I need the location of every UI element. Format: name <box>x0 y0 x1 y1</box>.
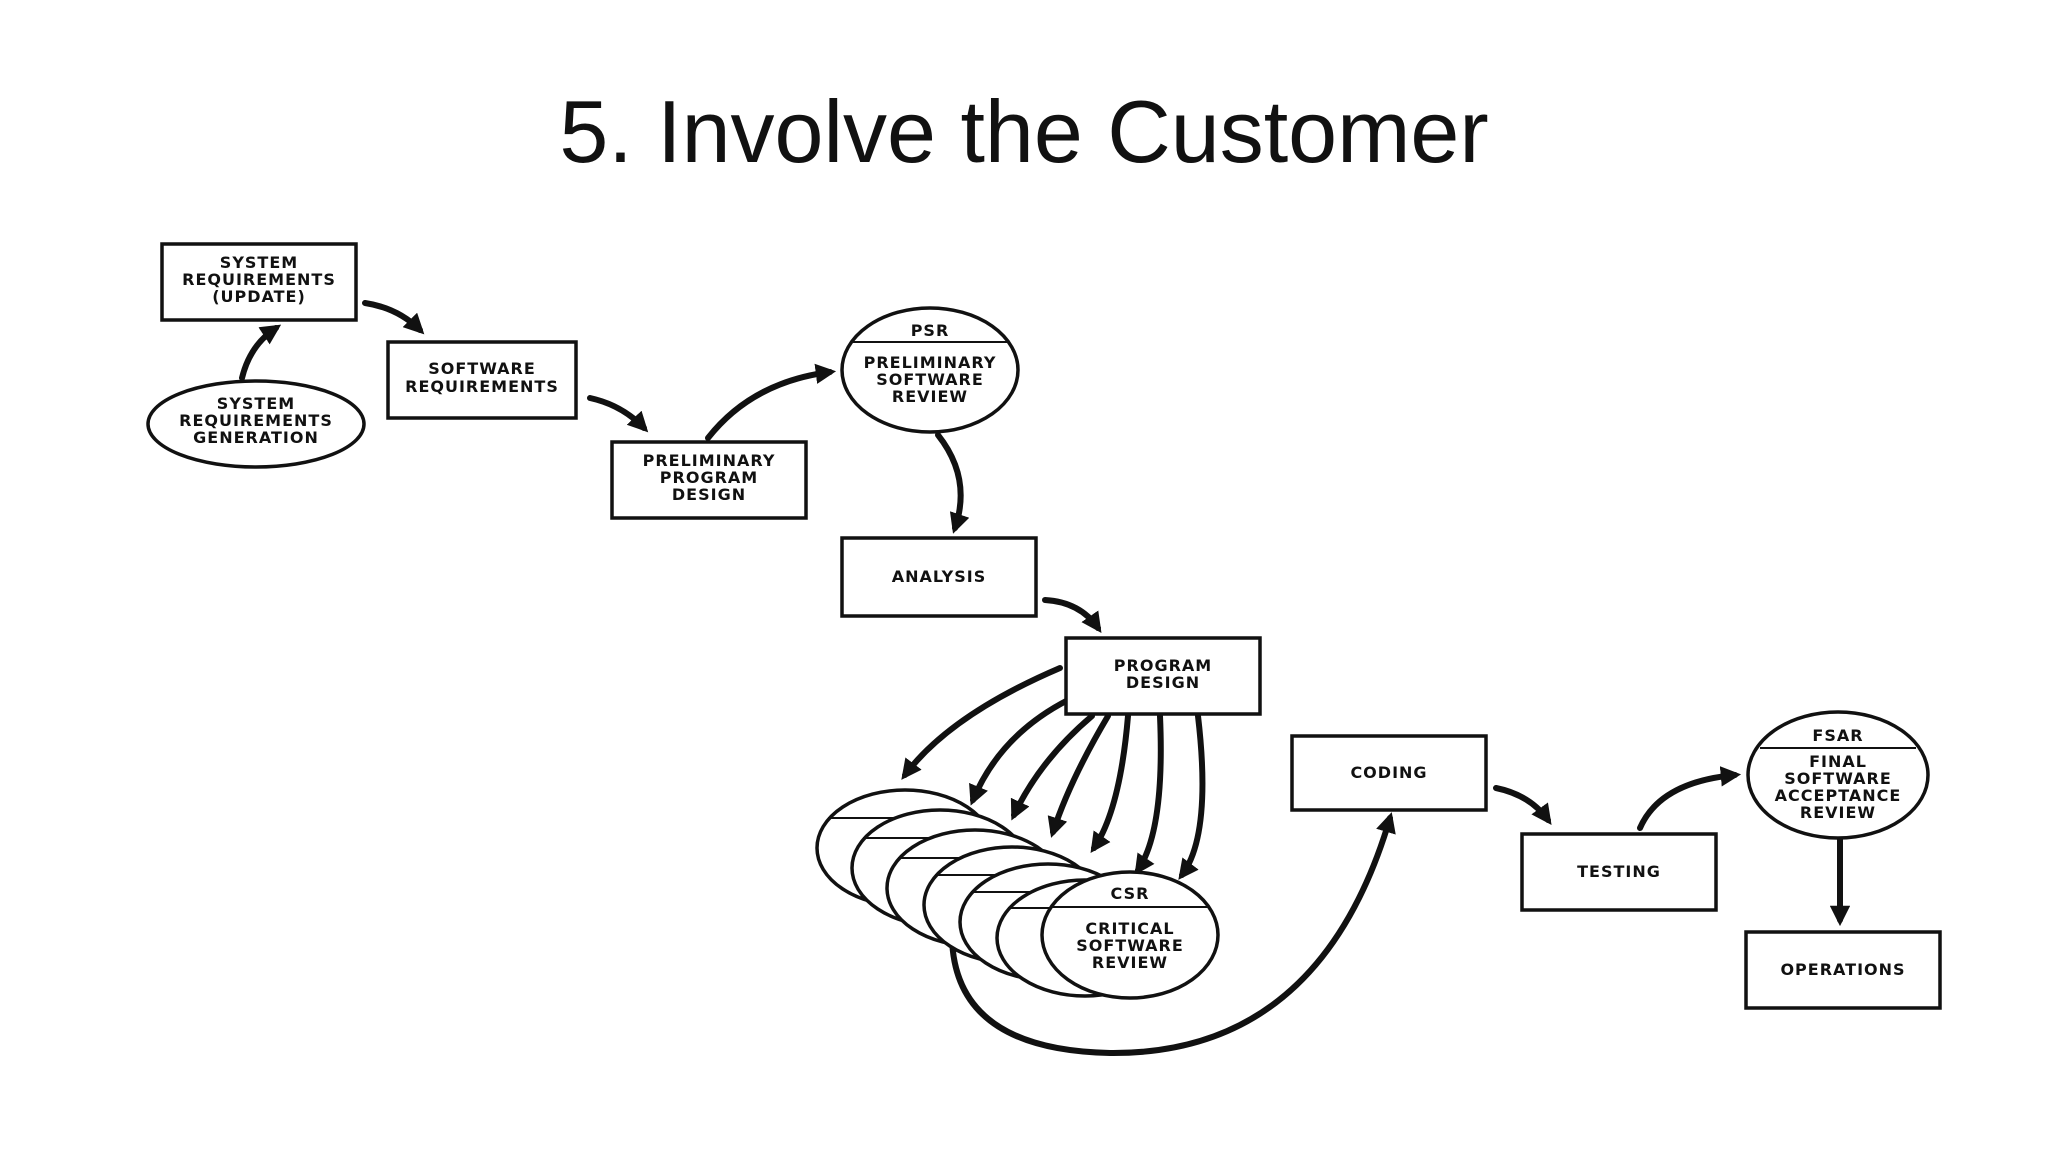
box-coding: CODING <box>1290 734 1488 812</box>
oval-label-line: REQUIREMENTS <box>179 411 333 430</box>
oval-label-line: SOFTWARE <box>1076 936 1184 955</box>
arrow-program-design-to-review-3 <box>1010 713 1095 821</box>
box-testing: TESTING <box>1520 832 1718 912</box>
box-label-line: TESTING <box>1577 862 1661 881</box>
box-operations: OPERATIONS <box>1744 930 1942 1010</box>
box-label-line: REQUIREMENTS <box>405 377 559 396</box>
oval-label-line: PRELIMINARY <box>864 353 997 372</box>
box-label-line: OPERATIONS <box>1780 960 1905 979</box>
box-label-line: CODING <box>1350 763 1427 782</box>
fsar-abbr: FSAR <box>1812 726 1863 745</box>
arrow-software-requirements-to-preliminary-design <box>587 395 649 433</box>
arrow-system-to-software-requirements <box>362 300 425 335</box>
box-label-line: SOFTWARE <box>428 359 536 378</box>
oval-label-line: SOFTWARE <box>876 370 984 389</box>
box-label-line: SYSTEM <box>220 253 298 272</box>
box-label-line: PROGRAM <box>660 468 758 487</box>
oval-fsar: FSAR FINAL SOFTWARE ACCEPTANCE REVIEW <box>1746 710 1930 840</box>
oval-label-line: SOFTWARE <box>1784 769 1892 788</box>
arrow-program-design-to-review-6 <box>1134 713 1164 876</box>
arrow-reviews-to-coding <box>949 812 1396 1057</box>
oval-label-line: ACCEPTANCE <box>1775 786 1902 805</box>
box-program-design: PROGRAM DESIGN <box>1064 636 1262 716</box>
box-label-line: (UPDATE) <box>212 287 306 306</box>
oval-label-line: SYSTEM <box>217 394 295 413</box>
box-label-line: ANALYSIS <box>892 567 986 586</box>
csr-abbr: CSR <box>1111 884 1150 903</box>
arrow-program-design-to-review-1 <box>901 665 1063 780</box>
arrow-testing-to-fsar <box>1637 766 1742 831</box>
page-title: 5. Involve the Customer <box>559 82 1489 181</box>
box-label-line: PRELIMINARY <box>643 451 776 470</box>
box-label-line: DESIGN <box>672 485 746 504</box>
oval-psr: PSR PRELIMINARY SOFTWARE REVIEW <box>840 306 1020 434</box>
arrow-coding-to-testing <box>1493 785 1552 825</box>
box-label-line: REQUIREMENTS <box>182 270 336 289</box>
box-system-requirements-update: SYSTEM REQUIREMENTS (UPDATE) <box>160 242 358 322</box>
oval-system-requirements-generation: SYSTEM REQUIREMENTS GENERATION <box>146 379 366 469</box>
arrow-program-design-to-review-4 <box>1047 713 1111 838</box>
oval-csr: CSR CRITICAL SOFTWARE REVIEW <box>1040 870 1220 1000</box>
box-label-line: PROGRAM <box>1114 656 1212 675</box>
arrow-program-design-to-review-7 <box>1178 713 1206 880</box>
arrow-program-design-to-review-2 <box>969 697 1071 806</box>
oval-label-line: CRITICAL <box>1085 919 1174 938</box>
oval-label-line: REVIEW <box>892 387 968 406</box>
arrow-psr-to-analysis <box>935 432 970 534</box>
oval-label-line: GENERATION <box>193 428 319 447</box>
box-analysis: ANALYSIS <box>840 536 1038 618</box>
oval-label-line: REVIEW <box>1800 803 1876 822</box>
arrow-generation-to-system-requirements <box>239 324 282 381</box>
box-preliminary-program-design: PRELIMINARY PROGRAM DESIGN <box>610 440 808 520</box>
box-label-line: DESIGN <box>1126 673 1200 692</box>
psr-abbr: PSR <box>911 321 950 340</box>
arrow-analysis-to-program-design <box>1042 597 1102 634</box>
oval-label-line: FINAL <box>1809 752 1867 771</box>
arrow-preliminary-design-to-psr <box>705 363 837 441</box>
oval-label-line: REVIEW <box>1092 953 1168 972</box>
flow-arrows <box>239 300 1851 1057</box>
box-software-requirements: SOFTWARE REQUIREMENTS <box>386 340 578 420</box>
arrow-program-design-to-review-5 <box>1090 713 1131 854</box>
